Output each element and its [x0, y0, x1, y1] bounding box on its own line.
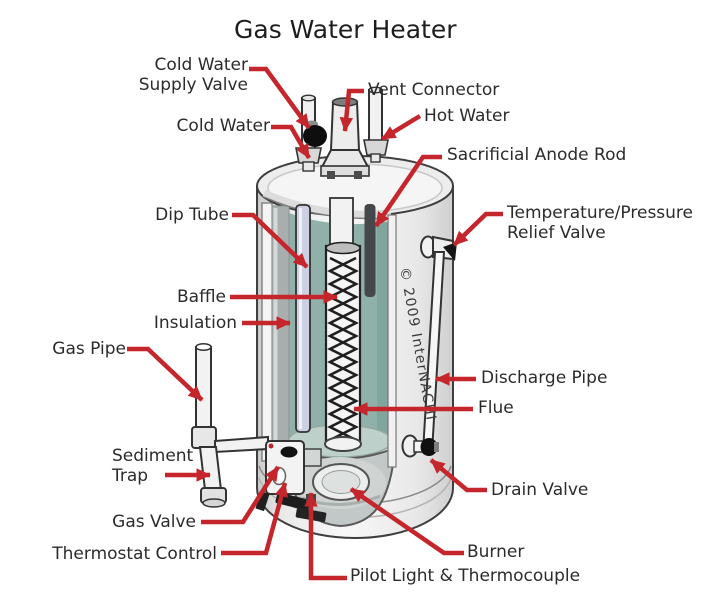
label-baffle: Baffle	[177, 287, 226, 307]
gas-branch-pipe	[214, 435, 269, 454]
label-cold-water-supply-valve: Cold Water Supply Valve	[138, 55, 248, 95]
insulation-layer	[261, 202, 290, 462]
label-gas-pipe: Gas Pipe	[52, 339, 126, 359]
arrow-tp-relief-valve	[452, 211, 503, 247]
label-drain-valve: Drain Valve	[491, 480, 589, 500]
label-dip-tube: Dip Tube	[155, 205, 229, 225]
pipe-tee	[191, 426, 217, 449]
label-discharge-pipe: Discharge Pipe	[481, 368, 608, 388]
label-burner: Burner	[467, 542, 525, 562]
label-cold-water: Cold Water	[176, 116, 270, 136]
arrow-gas-valve	[201, 465, 280, 525]
arrow-thermostat-control	[221, 482, 288, 556]
anode-rod-part	[364, 204, 376, 297]
label-sacrificial-anode-rod: Sacrificial Anode Rod	[447, 145, 627, 165]
arrow-hot-water	[380, 114, 422, 141]
dip-tube-part	[295, 204, 311, 433]
supply-valve-knob	[303, 125, 327, 147]
label-pilot-light-thermocouple: Pilot Light & Thermocouple	[350, 566, 581, 586]
callout-arrows	[127, 66, 503, 581]
label-hot-water: Hot Water	[424, 106, 510, 126]
label-sediment-trap: Sediment Trap	[112, 446, 194, 486]
gas-valve-knob	[280, 446, 298, 458]
hot-water-pipe-part	[363, 86, 389, 163]
arrow-sacrificial-anode-rod	[374, 154, 442, 228]
drain-valve-part	[401, 434, 439, 458]
label-insulation: Insulation	[153, 313, 237, 333]
cut-edge-right	[387, 214, 397, 468]
label-thermostat-control: Thermostat Control	[52, 544, 217, 564]
label-tp-relief-valve: Temperature/Pressure Relief Valve	[507, 203, 694, 243]
flue-base-flare	[324, 436, 362, 452]
arrow-drain-valve	[429, 458, 487, 493]
arrow-dip-tube	[232, 212, 309, 269]
arrow-gas-pipe	[127, 346, 204, 402]
label-vent-connector: Vent Connector	[368, 80, 500, 100]
tp-relief-valve-part	[420, 235, 457, 261]
arrow-pilot-light	[304, 492, 347, 581]
arrow-burner	[349, 487, 464, 556]
gas-pipe-part	[191, 343, 269, 454]
arrow-vent-connector	[339, 88, 364, 132]
baffle-part	[327, 256, 359, 442]
arrow-cold-water-supply-valve	[249, 66, 311, 130]
diagram-title: Gas Water Heater	[234, 15, 457, 44]
arrow-cold-water	[271, 124, 311, 160]
label-flue: Flue	[478, 398, 514, 418]
label-gas-valve: Gas Valve	[112, 512, 196, 532]
